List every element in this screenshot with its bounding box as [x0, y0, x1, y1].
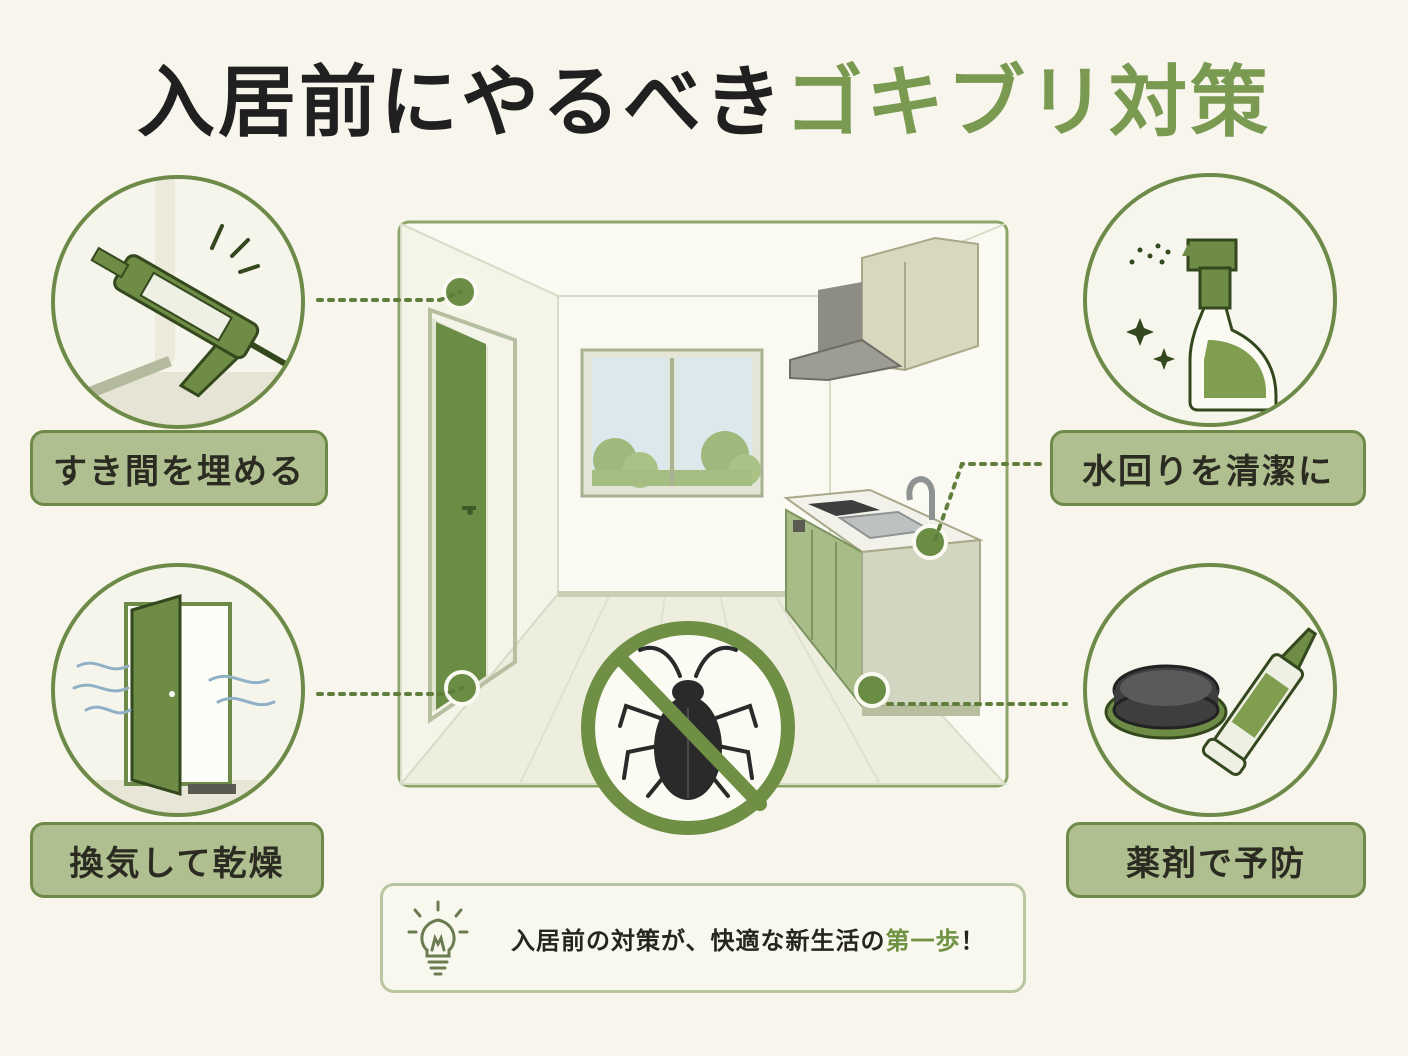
tip-box: 入居前の対策が、快適な新生活の第一歩！ [380, 883, 1026, 993]
caulking-gun-icon [51, 175, 305, 429]
title-accent: ゴキブリ対策 [785, 58, 1272, 148]
measure-label-preventive-chemicals: 薬剤で予防 [1066, 822, 1366, 898]
window [580, 348, 764, 498]
tip-text-main: 入居前の対策が、快適な新生活の [511, 926, 886, 955]
gel-tube-icon [1201, 627, 1318, 776]
page-title: 入居前にやるべきゴキブリ対策 [0, 40, 1408, 152]
bait-trap-icon [1085, 565, 1335, 815]
title-main: 入居前にやるべき [136, 58, 785, 148]
measure-label-ventilate-dry: 換気して乾燥 [30, 822, 324, 898]
measure-label-seal-gaps: すき間を埋める [30, 430, 328, 506]
measure-label-clean-water-areas: 水回りを清潔に [1050, 430, 1366, 506]
tip-text-end: ！ [960, 926, 986, 955]
no-cockroach-icon [581, 621, 795, 835]
light-bulb-icon [407, 900, 469, 976]
room-door [428, 307, 517, 724]
tip-text: 入居前の対策が、快適な新生活の第一歩！ [511, 921, 986, 956]
spray-bottle-icon [1083, 173, 1337, 427]
connectors [316, 290, 1068, 706]
tip-text-highlight: 第一歩 [885, 926, 961, 955]
open-door-icon [51, 563, 305, 817]
